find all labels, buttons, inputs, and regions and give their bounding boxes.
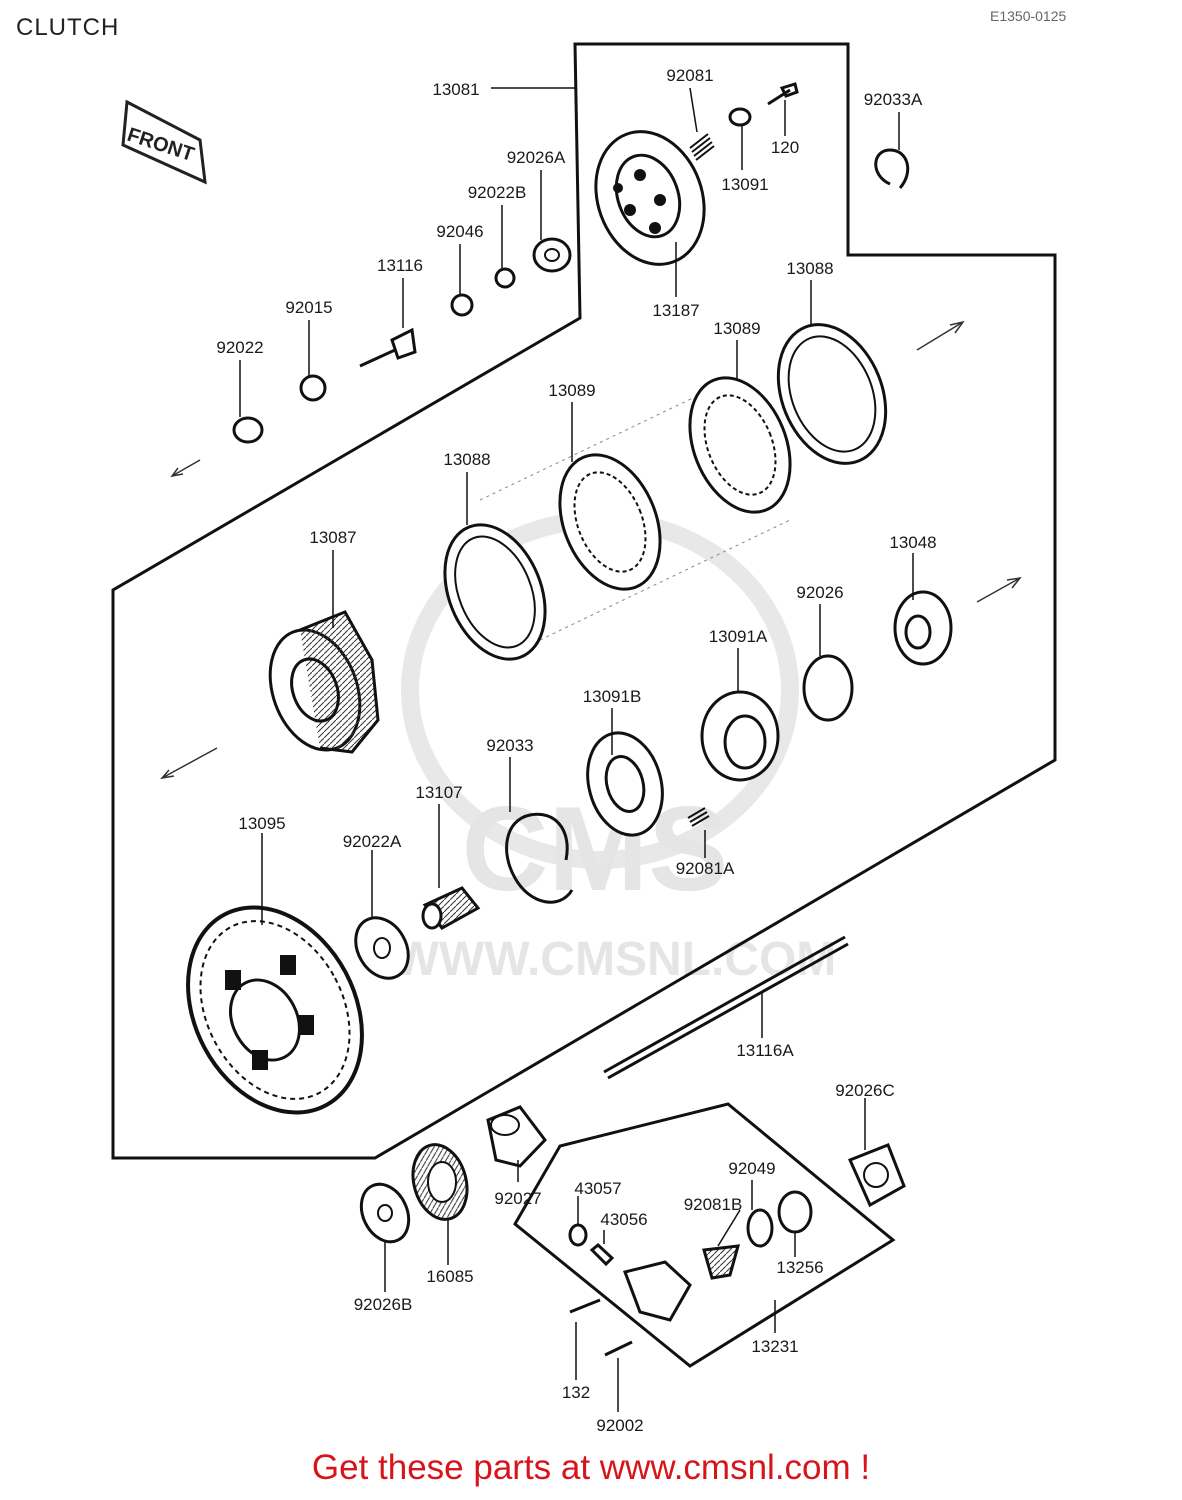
- part-label-92046[interactable]: 92046: [436, 222, 483, 241]
- piece-92027-drawing: [486, 1105, 547, 1168]
- part-label-13091A[interactable]: 13091A: [709, 627, 768, 646]
- washer-92022B-drawing: [494, 267, 516, 289]
- part-label-92081[interactable]: 92081: [666, 66, 713, 85]
- part-number-labels: 13081 92081 120 13091 92033A 92026A 9202…: [216, 66, 936, 1435]
- part-label-13087[interactable]: 13087: [309, 528, 356, 547]
- damper-plate-drawing: [893, 590, 953, 666]
- part-label-132[interactable]: 132: [562, 1383, 590, 1402]
- cam-13091A-drawing: [700, 690, 780, 782]
- part-label-92049[interactable]: 92049: [728, 1159, 775, 1178]
- friction-plate-right-drawing: [776, 323, 888, 465]
- front-direction-marker: FRONT: [121, 99, 207, 185]
- assembly-outline: [111, 42, 1057, 1160]
- spring-92081A-drawing: [687, 807, 710, 827]
- part-label-13048[interactable]: 13048: [889, 533, 936, 552]
- part-label-13095[interactable]: 13095: [238, 814, 285, 833]
- part-label-13089-right[interactable]: 13089: [713, 319, 760, 338]
- page-title: CLUTCH: [16, 14, 120, 41]
- clutch-spring-drawing: [689, 133, 715, 161]
- part-label-92033[interactable]: 92033: [486, 736, 533, 755]
- part-label-92026A[interactable]: 92026A: [507, 148, 566, 167]
- part-label-92002[interactable]: 92002: [596, 1416, 643, 1435]
- part-label-13187[interactable]: 13187: [652, 301, 699, 320]
- part-label-43057[interactable]: 43057: [574, 1179, 621, 1198]
- part-label-13116[interactable]: 13116: [377, 256, 423, 275]
- steel-plate-left-drawing: [558, 453, 662, 591]
- part-label-92026[interactable]: 92026: [796, 583, 843, 602]
- part-label-92026C[interactable]: 92026C: [835, 1081, 895, 1100]
- part-label-16085[interactable]: 16085: [426, 1267, 473, 1286]
- watermark-url-text: WWW.CMSNL.COM: [394, 933, 837, 986]
- nut-92046-drawing: [450, 293, 474, 317]
- steel-plate-right-drawing: [688, 376, 792, 514]
- release-mechanism-parts: [568, 1190, 813, 1357]
- part-label-13088-right[interactable]: 13088: [786, 259, 833, 278]
- front-label: FRONT: [124, 124, 196, 166]
- release-mechanism-outline: [513, 1102, 896, 1368]
- part-label-92015[interactable]: 92015: [285, 298, 332, 317]
- part-label-92022A[interactable]: 92022A: [343, 832, 402, 851]
- part-label-120[interactable]: 120: [771, 138, 799, 157]
- washer-92022-drawing: [232, 416, 264, 444]
- part-label-13107[interactable]: 13107: [415, 783, 462, 802]
- gear-16085-drawing: [411, 1143, 469, 1221]
- circlip-drawing: [874, 148, 910, 189]
- part-label-13231[interactable]: 13231: [751, 1337, 798, 1356]
- shaft-axis-line: [479, 384, 791, 641]
- ring-92026-drawing: [802, 654, 854, 722]
- part-label-13091[interactable]: 13091: [721, 175, 768, 194]
- friction-plate-left-drawing: [443, 523, 547, 661]
- part-label-13089-left[interactable]: 13089: [548, 381, 595, 400]
- washer-92022A-drawing: [354, 916, 410, 980]
- bolt-120-drawing: [767, 82, 799, 106]
- bearing-92026A-drawing: [532, 237, 572, 273]
- part-label-13116A[interactable]: 13116A: [736, 1041, 794, 1060]
- part-label-92081B[interactable]: 92081B: [684, 1195, 743, 1214]
- nut-92015-drawing: [299, 374, 327, 402]
- needle-bearing-drawing: [421, 886, 481, 930]
- part-label-13091B[interactable]: 13091B: [583, 687, 642, 706]
- pressure-plate-drawing: [594, 130, 706, 266]
- pushrod-13116A-drawing: [603, 935, 849, 1080]
- part-label-92026B[interactable]: 92026B: [354, 1295, 413, 1314]
- part-label-92022[interactable]: 92022: [216, 338, 263, 357]
- washer-92026B-drawing: [359, 1182, 411, 1244]
- snap-ring-92033-drawing: [505, 812, 574, 904]
- part-label-13256[interactable]: 13256: [776, 1258, 823, 1277]
- spring-holder-drawing: [728, 107, 752, 127]
- clutch-hub-drawing: [268, 610, 380, 754]
- cover-gasket-92026C-drawing: [847, 1143, 906, 1208]
- direction-arrows: [160, 320, 1022, 780]
- get-parts-link[interactable]: Get these parts at www.cmsnl.com !: [311, 1448, 871, 1487]
- pushrod-13116-drawing: [359, 327, 417, 368]
- part-label-92081A[interactable]: 92081A: [676, 859, 735, 878]
- drawing-code: E1350-0125: [990, 8, 1067, 24]
- leader-lines: [239, 87, 914, 1412]
- clutch-housing-drawing: [186, 905, 364, 1115]
- part-label-92022B[interactable]: 92022B: [468, 183, 527, 202]
- part-label-43056[interactable]: 43056: [600, 1210, 647, 1229]
- part-label-92033A[interactable]: 92033A: [864, 90, 923, 109]
- part-label-92027[interactable]: 92027: [494, 1189, 541, 1208]
- part-label-13088-left[interactable]: 13088: [443, 450, 490, 469]
- part-label-13081[interactable]: 13081: [432, 80, 479, 99]
